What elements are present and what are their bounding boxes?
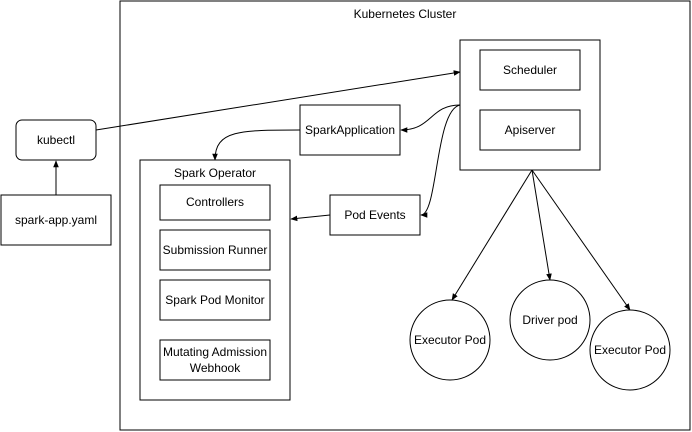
submission-runner-box bbox=[159, 229, 271, 271]
kubectl-label: kubectl bbox=[37, 133, 75, 147]
executor-pod-left bbox=[409, 299, 491, 381]
scheduler-label: Scheduler bbox=[503, 63, 557, 77]
edge-kubectl-to-control-plane bbox=[95, 70, 461, 131]
apiserver-label: Apiserver bbox=[505, 123, 556, 137]
pod-events-label: Pod Events bbox=[344, 208, 405, 222]
edge-apiserver-to-pod-events bbox=[420, 104, 461, 218]
edge-control-plane-to-executor-right bbox=[531, 169, 631, 311]
webhook-label-line1: Mutating Admission bbox=[163, 345, 267, 359]
executor-pod-left-label: Executor Pod bbox=[414, 333, 486, 347]
edge-apiserver-to-spark-application bbox=[400, 104, 461, 133]
controllers-label: Controllers bbox=[186, 195, 244, 209]
pod-events-box bbox=[329, 194, 421, 236]
spark-pod-monitor-label: Spark Pod Monitor bbox=[165, 293, 264, 307]
manifest-box bbox=[0, 194, 112, 246]
edge-pod-events-to-operator bbox=[290, 214, 331, 222]
spark-application-label: SparkApplication bbox=[305, 123, 395, 137]
edge-spark-application-to-operator bbox=[212, 129, 301, 161]
edge-control-plane-to-driver bbox=[531, 169, 552, 281]
edge-control-plane-to-executor-left bbox=[451, 169, 533, 301]
spark-operator-title: Spark Operator bbox=[174, 166, 256, 180]
driver-pod-label: Driver pod bbox=[522, 313, 577, 327]
webhook-box bbox=[159, 339, 271, 381]
spark-application-box bbox=[299, 104, 401, 156]
executor-pod-right-label: Executor Pod bbox=[594, 343, 666, 357]
kubectl-box bbox=[15, 119, 97, 161]
controllers-box bbox=[159, 184, 271, 221]
submission-runner-label: Submission Runner bbox=[163, 243, 268, 257]
webhook-label-line2: Webhook bbox=[190, 361, 241, 375]
spark-pod-monitor-box bbox=[159, 279, 271, 321]
scheduler-box bbox=[479, 49, 581, 91]
apiserver-box bbox=[479, 109, 581, 151]
cluster-title: Kubernetes Cluster bbox=[354, 7, 457, 21]
manifest-label: spark-app.yaml bbox=[15, 213, 97, 227]
